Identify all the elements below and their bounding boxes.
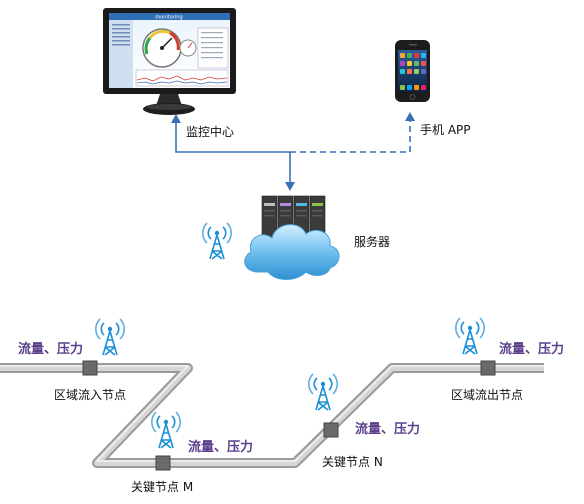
phone-link-arrow	[290, 112, 415, 153]
antenna-icon	[94, 318, 126, 356]
mobile-app-label: 手机 APP	[420, 123, 471, 137]
monitor-link-arrow	[171, 114, 290, 153]
outflow-metric-label: 流量、压力	[499, 342, 565, 357]
node-n-metric-label: 流量、压力	[355, 422, 421, 437]
node-n-marker	[323, 422, 339, 438]
key-node-m-label: 关键节点 M	[131, 480, 194, 494]
phone-icon	[395, 40, 430, 102]
outflow-node-label: 区域流出节点	[451, 388, 524, 402]
inflow-node-marker	[82, 360, 98, 376]
inflow-node-label: 区域流入节点	[54, 388, 127, 402]
outflow-node-marker	[480, 360, 496, 376]
antenna-icon	[201, 222, 233, 260]
server-label: 服务器	[354, 235, 391, 249]
inflow-metric-label: 流量、压力	[18, 342, 84, 357]
server-link-arrow	[285, 152, 295, 191]
key-node-n-label: 关键节点 N	[322, 455, 383, 469]
pipeline	[0, 363, 544, 468]
monitor-center-label: 监控中心	[186, 125, 235, 139]
node-m-metric-label: 流量、压力	[188, 440, 254, 455]
server-cloud-icon	[244, 195, 340, 280]
monitor-icon: monitoring	[103, 8, 236, 115]
antenna-icon	[307, 373, 339, 411]
antenna-icon	[150, 411, 182, 449]
antenna-icon	[454, 317, 486, 355]
svg-text:monitoring: monitoring	[155, 15, 182, 21]
node-m-marker	[155, 455, 171, 471]
